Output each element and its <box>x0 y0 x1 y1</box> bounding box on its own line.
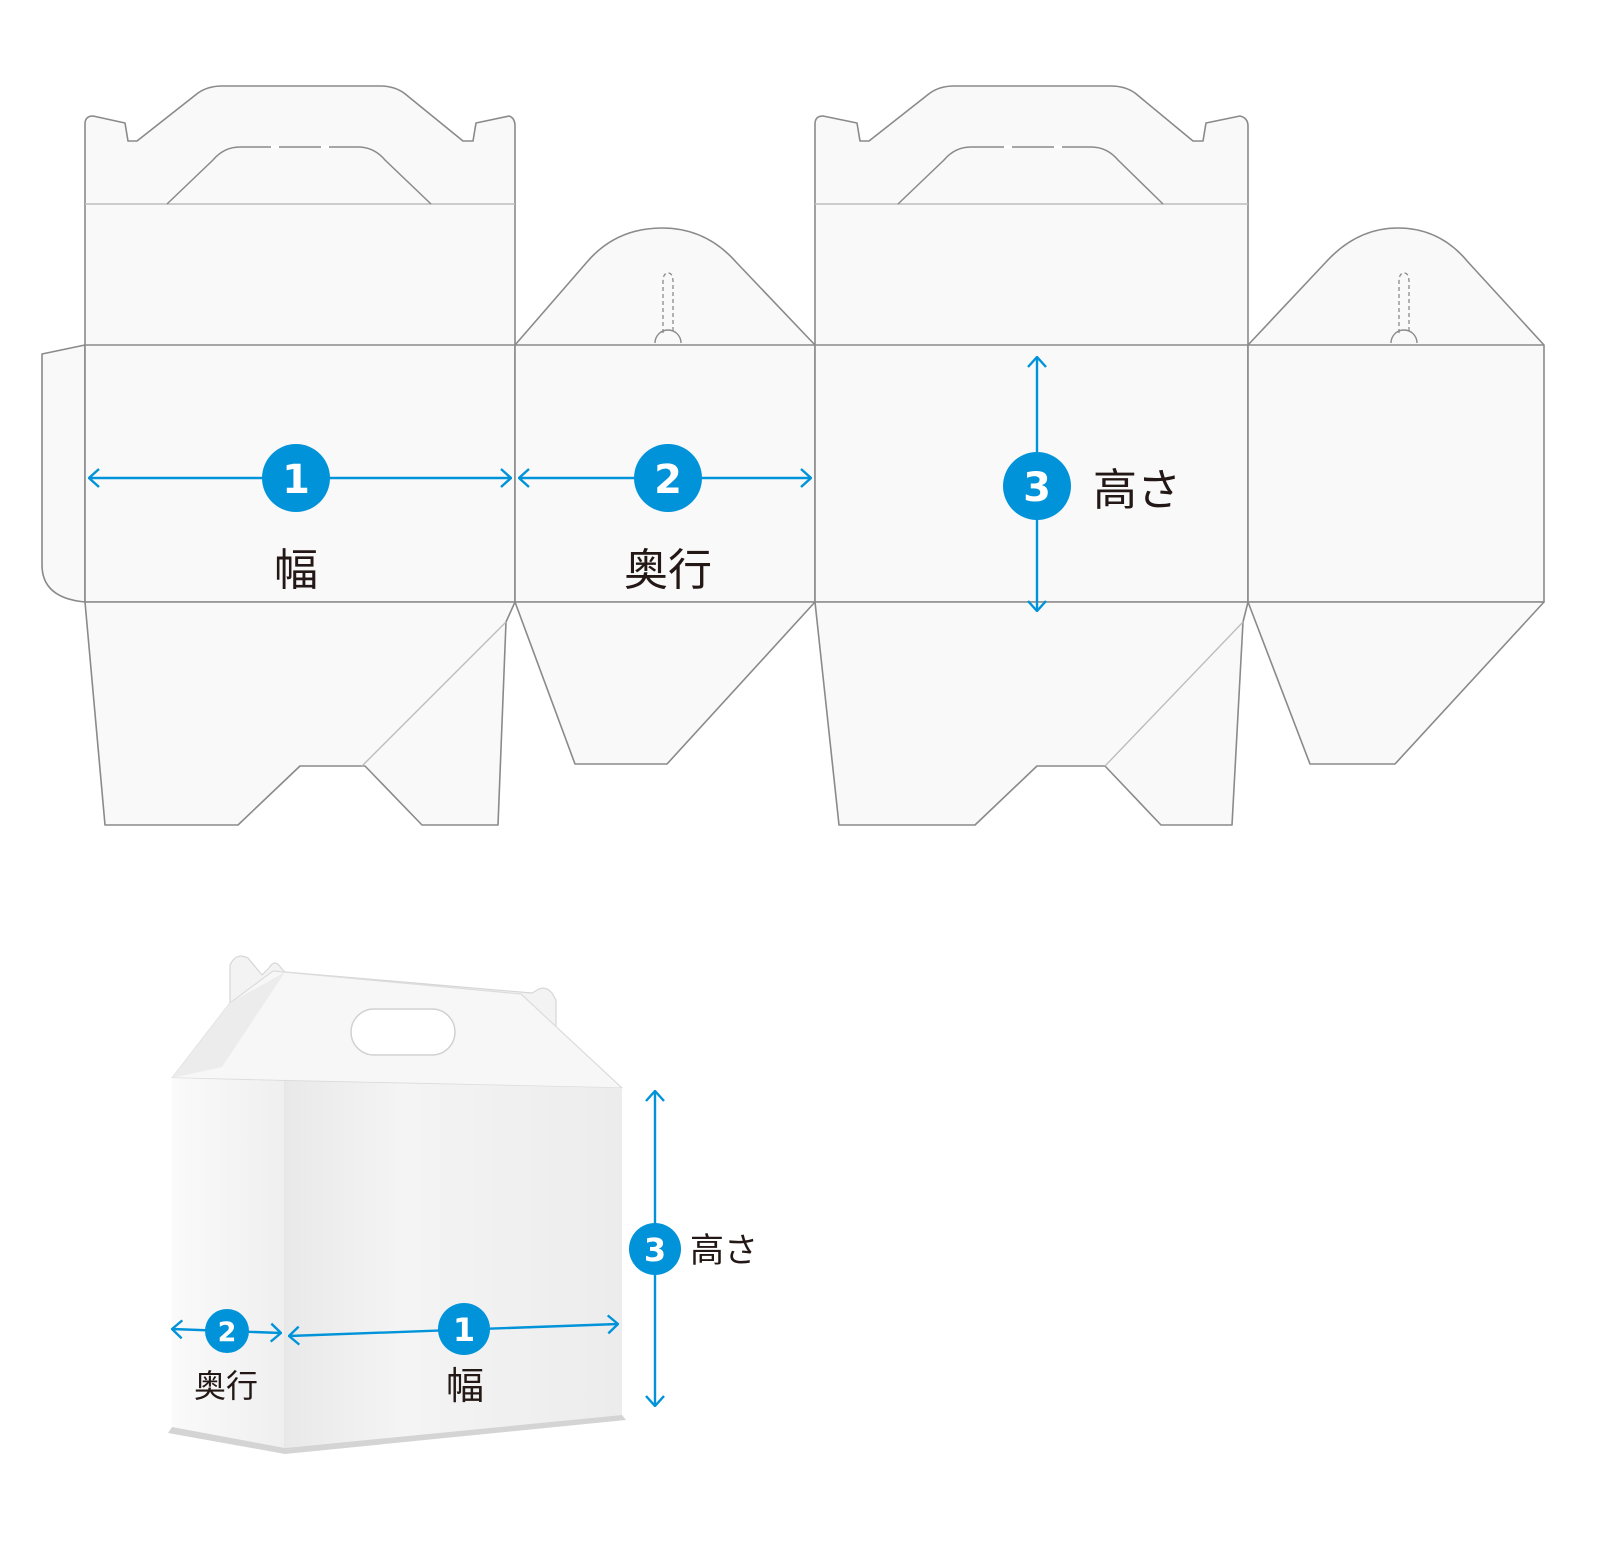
net-width-badge-number: 1 <box>282 457 310 503</box>
handle-flap-3 <box>814 85 1249 345</box>
net-dimension-width: 1 幅 <box>89 444 511 596</box>
box-front-panel <box>285 1081 622 1448</box>
assembled-box <box>168 955 626 1454</box>
box-width-label: 幅 <box>446 1364 484 1408</box>
tuck-slots <box>654 329 1418 344</box>
net-height-badge-number: 3 <box>1023 465 1051 511</box>
bottom-flap-2 <box>514 601 816 765</box>
handle-slot-lines <box>166 146 1164 205</box>
tuck-flap-2 <box>514 227 816 346</box>
panel-depth-4 <box>1247 344 1545 603</box>
handle-flap-1 <box>84 85 516 345</box>
box-depth-badge-number: 2 <box>218 1317 237 1348</box>
box-height-badge-number: 3 <box>644 1231 666 1269</box>
bottom-flap-3 <box>814 601 1249 826</box>
net-dimension-depth: 2 奥行 <box>519 444 811 596</box>
box-depth-label: 奥行 <box>194 1367 258 1405</box>
net-width-label: 幅 <box>274 545 318 596</box>
net-height-label: 高さ <box>1093 465 1181 516</box>
box-side-panel <box>172 1078 285 1448</box>
net-depth-badge-number: 2 <box>654 457 682 503</box>
box-dimension-width: 1 幅 <box>289 1303 618 1408</box>
die-cut-net <box>41 85 1545 826</box>
glue-flap <box>41 344 86 603</box>
box-handle-hole <box>350 1008 456 1056</box>
bottom-flap-4 <box>1247 601 1545 765</box>
net-height-badge <box>1003 452 1071 520</box>
box-height-label: 高さ <box>690 1231 758 1271</box>
box-width-badge <box>438 1303 490 1355</box>
net-dimension-height: 3 高さ <box>1003 357 1181 611</box>
net-depth-badge <box>634 444 702 512</box>
box-depth-badge <box>205 1309 249 1353</box>
box-dimension-height: 3 高さ <box>629 1091 758 1406</box>
box-width-badge-number: 1 <box>453 1311 475 1349</box>
fold-lines <box>85 203 1248 767</box>
tuck-slot-perforations <box>662 272 1410 333</box>
bottom-flap-1 <box>84 601 516 826</box>
tuck-flap-4 <box>1247 227 1545 346</box>
net-depth-label: 奥行 <box>624 545 712 596</box>
box-dimension-depth: 2 奥行 <box>172 1309 281 1405</box>
box-gable-side <box>172 972 285 1078</box>
net-width-badge <box>262 444 330 512</box>
box-height-badge <box>629 1223 681 1275</box>
